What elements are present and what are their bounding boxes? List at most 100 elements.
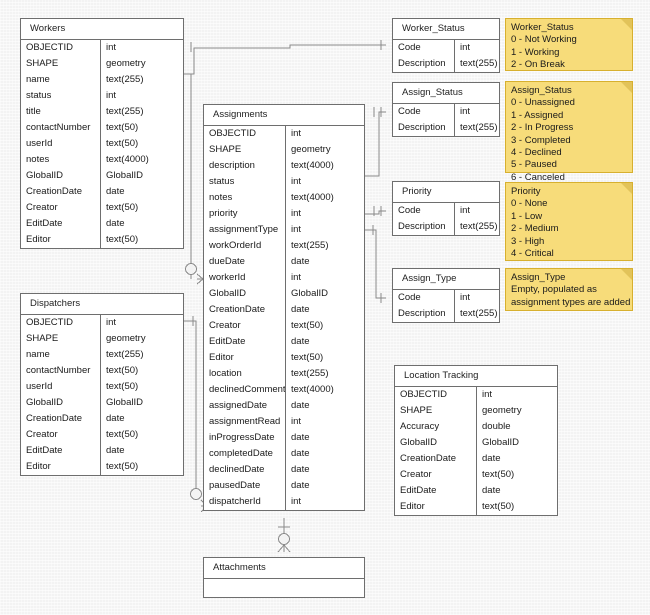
field-type: date	[291, 448, 310, 459]
field-name: Description	[393, 56, 455, 72]
entity-title: Workers	[21, 19, 183, 40]
note-line: 0 - Not Working	[511, 34, 577, 46]
note-fold-corner-icon	[621, 183, 632, 194]
field-type: geometry	[291, 144, 331, 155]
field-name: CreationDate	[21, 411, 101, 427]
field-name: assignmentRead	[204, 414, 286, 430]
field-name: EditDate	[21, 443, 101, 459]
field-name: Description	[393, 306, 455, 322]
note-line: 1 - Assigned	[511, 109, 564, 121]
field-type: date	[482, 485, 501, 496]
field-type: date	[106, 186, 125, 197]
note-title: Worker_Status	[511, 22, 574, 33]
field-name: contactNumber	[21, 363, 101, 379]
field-row-empty	[204, 579, 364, 597]
field-type: text(4000)	[106, 154, 149, 165]
note-line: 3 - High	[511, 235, 545, 247]
field-name: GlobalID	[204, 286, 286, 302]
field-type: text(4000)	[291, 192, 334, 203]
field-name: GlobalID	[21, 395, 101, 411]
field-type: text(255)	[460, 308, 498, 319]
field-type: date	[291, 400, 310, 411]
field-name: Creator	[204, 318, 286, 334]
field-name: priority	[204, 206, 286, 222]
field-type: date	[291, 480, 310, 491]
field-type: date	[106, 218, 125, 229]
field-name: Creator	[395, 467, 477, 483]
field-name: completedDate	[204, 446, 286, 462]
note-fold-corner-icon	[621, 19, 632, 30]
field-type: int	[291, 496, 302, 507]
field-name: EditDate	[204, 334, 286, 350]
field-type: text(255)	[291, 240, 329, 251]
field-name: Code	[393, 104, 455, 120]
field-type: text(255)	[460, 122, 498, 133]
entity-attachments[interactable]: Attachments	[203, 557, 365, 598]
field-name: SHAPE	[21, 56, 101, 72]
field-row: Description text(255)	[393, 306, 499, 322]
field-type: int	[106, 42, 117, 53]
edge-dispatchers-assignments	[184, 320, 197, 500]
field-name: userId	[21, 136, 101, 152]
field-type: text(50)	[106, 429, 139, 440]
field-name: Code	[393, 40, 455, 56]
entity-title: Assign_Type	[393, 269, 499, 290]
field-name: inProgressDate	[204, 430, 286, 446]
field-name: Editor	[21, 459, 101, 475]
entity-title: Dispatchers	[21, 294, 183, 315]
note-line: Empty, populated as	[511, 284, 597, 296]
field-type	[286, 579, 364, 597]
field-name: title	[21, 104, 101, 120]
edge-workers-assignments	[184, 73, 192, 279]
field-type: int	[460, 205, 471, 216]
field-type: text(50)	[106, 381, 139, 392]
field-name: CreationDate	[395, 451, 477, 467]
field-type: date	[106, 445, 125, 456]
field-name: Description	[393, 219, 455, 235]
entity-title: Priority	[393, 182, 499, 203]
field-name: SHAPE	[395, 403, 477, 419]
field-type: GlobalID	[291, 288, 328, 299]
field-name: declinedComment	[204, 382, 286, 398]
